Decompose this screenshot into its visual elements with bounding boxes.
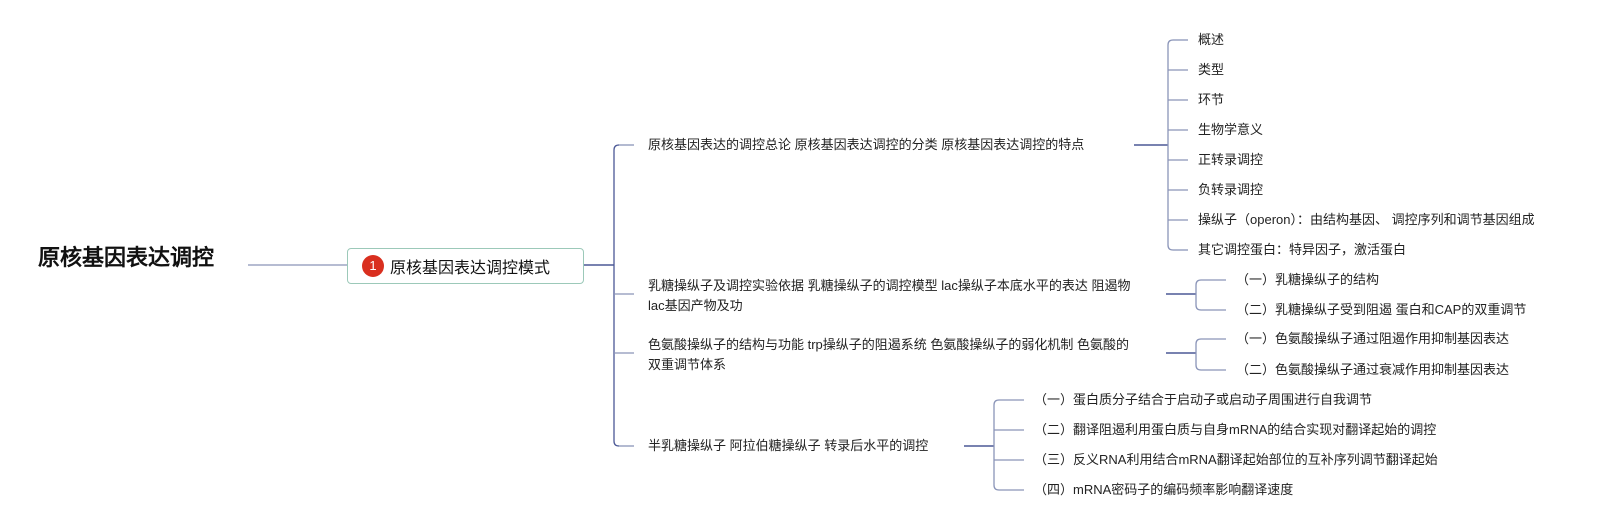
main-topic-label: 原核基因表达调控模式 [390, 260, 551, 277]
branch-3-topic[interactable]: 色氨酸操纵子的结构与功能 trp操纵子的阻遏系统 色氨酸操纵子的弱化机制 色氨酸… [648, 337, 1130, 372]
priority-badge: 1 [362, 255, 384, 277]
main-topic[interactable]: 1 原核基因表达调控模式 [347, 248, 584, 284]
b4-child-1[interactable]: （一）蛋白质分子结合于启动子或启动子周围进行自我调节 [1034, 392, 1373, 407]
b3-child-1[interactable]: （一）色氨酸操纵子通过阻遏作用抑制基因表达 [1236, 331, 1510, 346]
root-topic[interactable]: 原核基因表达调控 [28, 244, 225, 272]
b4-child-4[interactable]: （四）mRNA密码子的编码频率影响翻译速度 [1034, 482, 1294, 497]
link-b1-vert [1167, 39, 1174, 251]
b2-child-2[interactable]: （二）乳糖操纵子受到阻遏 蛋白和CAP的双重调节 [1236, 302, 1527, 317]
b1-child-overview[interactable]: 概述 [1198, 32, 1225, 47]
link-trunk [613, 144, 620, 447]
branch-1-topic[interactable]: 原核基因表达的调控总论 原核基因表达调控的分类 原核基因表达调控的特点 [648, 137, 1085, 152]
b1-child-negative[interactable]: 负转录调控 [1198, 182, 1264, 197]
b1-child-positive[interactable]: 正转录调控 [1198, 152, 1264, 167]
b1-child-types[interactable]: 类型 [1198, 62, 1225, 77]
b1-child-steps[interactable]: 环节 [1198, 92, 1225, 107]
b1-child-other-proteins[interactable]: 其它调控蛋白：特异因子，激活蛋白 [1198, 242, 1407, 257]
b3-child-2[interactable]: （二）色氨酸操纵子通过衰减作用抑制基因表达 [1236, 362, 1510, 377]
b2-child-1[interactable]: （一）乳糖操纵子的结构 [1236, 272, 1380, 287]
b4-child-3[interactable]: （三）反义RNA利用结合mRNA翻译起始部位的互补序列调节翻译起始 [1034, 452, 1438, 467]
b1-child-significance[interactable]: 生物学意义 [1198, 122, 1264, 137]
b1-child-operon[interactable]: 操纵子（operon）：由结构基因、 调控序列和调节基因组成 [1198, 212, 1535, 227]
branch-2-topic[interactable]: 乳糖操纵子及调控实验依据 乳糖操纵子的调控模型 lac操纵子本底水平的表达 阻遏… [648, 278, 1131, 313]
b4-child-2[interactable]: （二）翻译阻遏利用蛋白质与自身mRNA的结合实现对翻译起始的调控 [1034, 422, 1437, 437]
branch-4-topic[interactable]: 半乳糖操纵子 阿拉伯糖操纵子 转录后水平的调控 [648, 438, 929, 453]
